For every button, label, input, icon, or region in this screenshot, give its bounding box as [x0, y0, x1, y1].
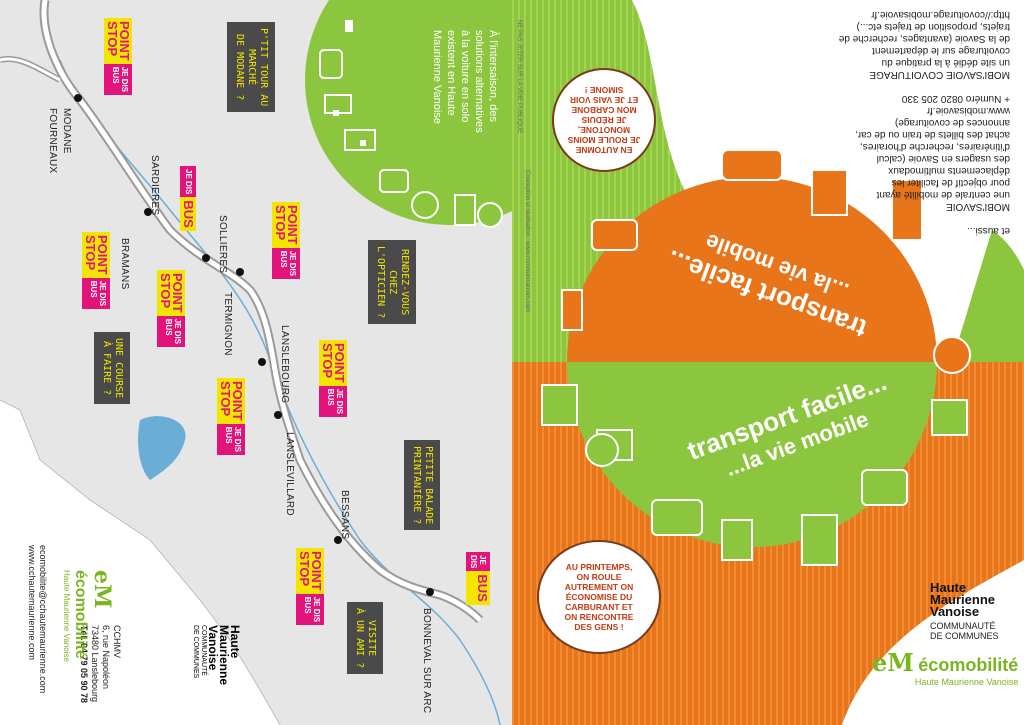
contact-email[interactable]: ecomobilite@cchautemaurienne.com	[38, 545, 48, 694]
speech-bubble: UNE COURSE À FAIRE ?	[94, 332, 130, 405]
green-planet-graphic	[305, 0, 512, 228]
contact-web[interactable]: www.cchautemaurienne.com	[27, 545, 37, 661]
green-panel-text: À l'intersaison, des solutions alternati…	[431, 30, 499, 133]
speech-bubble: VISITE À UN AMI ?	[347, 602, 383, 675]
place-label: LANSLEVILLARD	[284, 432, 295, 516]
ecomobilite-logo-left: eM écomobilité Haute Maurienne Vanoise	[62, 570, 115, 662]
place-label: SOLLIERES	[217, 215, 228, 274]
place-label: TERMIGNON	[222, 292, 233, 356]
place-label: BESSANS	[339, 490, 350, 540]
place-label: LANSLEBOURG	[279, 325, 290, 404]
place-label: BONNEVAL SUR ARC	[421, 608, 432, 714]
speech-bubble-spring: AU PRINTEMPS, ON ROULE AUTREMENT ON ÉCON…	[537, 540, 661, 654]
speech-bubble-autumn: EN AUTOMNE JE ROULE MOINS MONOTONE, JE R…	[552, 68, 656, 172]
contact-block: ecomobilite@cchautemaurienne.com www.cch…	[26, 545, 48, 693]
map-graphic	[0, 0, 501, 725]
ecomobilite-logo-right: eM écomobilité Haute Maurienne Vanoise	[872, 648, 1019, 687]
credit-text: NE PAS JETER SUR LA VOIE PUBLIQUE	[516, 20, 522, 134]
cover-graphic	[512, 0, 1024, 725]
place-label: MODANE	[61, 108, 72, 154]
place-label: FOURNEAUX	[47, 108, 58, 174]
place-label: BRAMANS	[119, 238, 130, 290]
map-panel: MODANE FOURNEAUX SARDIERES BRAMANS SOLLI…	[0, 0, 512, 725]
credit-text: Conception et réalisation : www.communic…	[524, 170, 530, 313]
info-text: et aussi... MOBI'SAVOIE une centrale de …	[838, 9, 1010, 236]
cover-panel: transport facile... ...la vie mobile tra…	[512, 0, 1024, 725]
place-label: SARDIERES	[149, 155, 160, 216]
speech-bubble: PETITE BALADE PRINTANIÈRE ?	[404, 440, 440, 531]
speech-bubble: P'TIT TOUR AU MARCHÉ DE MODANE ?	[227, 22, 275, 113]
speech-bubble: RENDEZ-VOUS CHEZ L'OPTICIEN ?	[368, 240, 416, 325]
